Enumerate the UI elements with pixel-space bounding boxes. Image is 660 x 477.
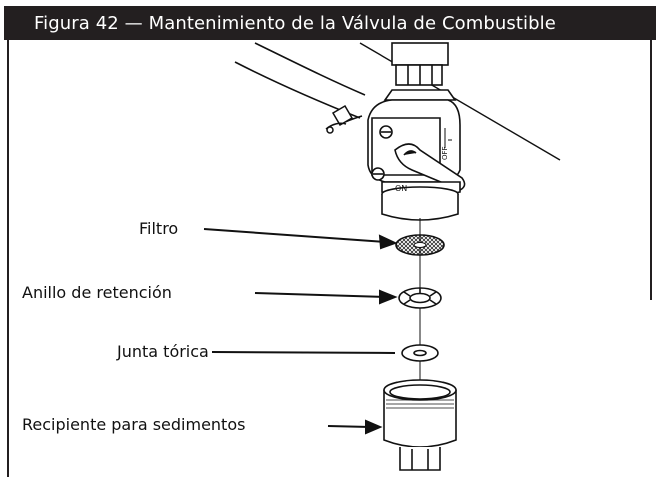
filtro-arrowhead <box>378 234 398 250</box>
hose-clamp <box>325 104 354 134</box>
label-filtro: Filtro <box>139 219 179 238</box>
filter-screen <box>395 234 445 256</box>
callout-leaders <box>203 228 398 435</box>
sediment-bowl <box>383 379 457 471</box>
label-anillo-retencion: Anillo de retención <box>22 283 172 302</box>
retaining-ring <box>398 287 442 309</box>
recipiente-leader <box>327 425 371 428</box>
filtro-leader <box>203 228 387 243</box>
recipiente-arrowhead <box>365 419 383 435</box>
figure-title: Figura 42 — Mantenimiento de la Válvula … <box>34 12 556 34</box>
valve-off-mark: OFF <box>441 146 449 160</box>
label-recipiente-sedimentos: Recipiente para sedimentos <box>22 415 246 434</box>
junta-leader <box>211 351 396 354</box>
label-junta-torica: Junta tórica <box>117 342 209 361</box>
frame-right-border <box>650 40 652 300</box>
valve-on-mark: ON <box>395 184 407 193</box>
fuel-valve-body <box>367 99 466 221</box>
anillo-leader <box>254 292 387 298</box>
anillo-arrowhead <box>379 289 398 305</box>
o-ring <box>401 344 439 362</box>
tank-fitting <box>383 42 457 101</box>
figure-title-bar: Figura 42 — Mantenimiento de la Válvula … <box>4 6 656 40</box>
frame-left-border <box>7 40 9 477</box>
